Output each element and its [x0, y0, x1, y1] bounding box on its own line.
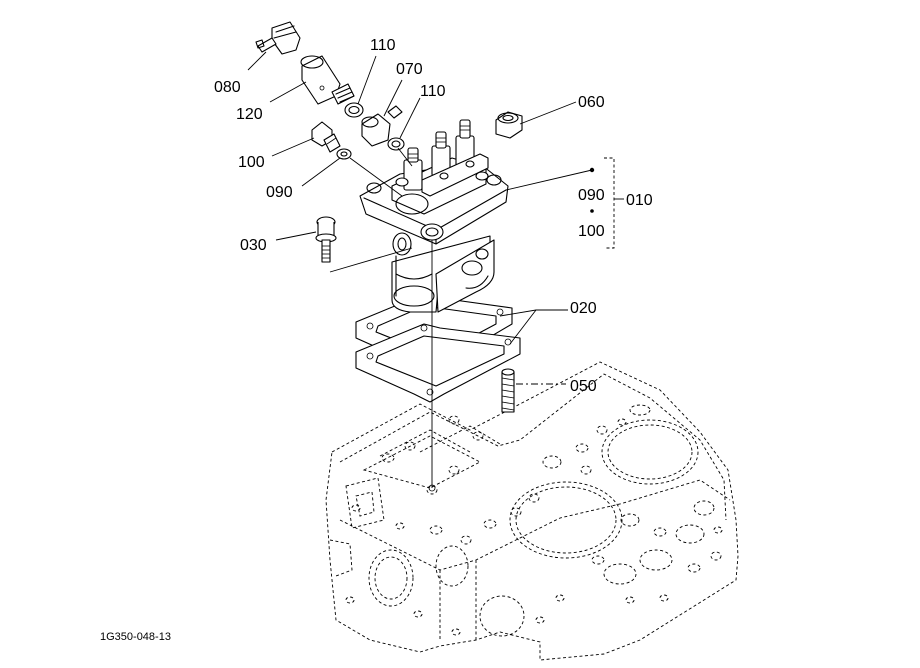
label-100: 100	[238, 154, 265, 171]
label-060: 060	[578, 94, 605, 111]
callouts: 080 120 110 070 110 060 100 090 030 090 …	[214, 37, 653, 395]
part-060-nut	[495, 111, 523, 139]
figure-id: 1G350-048-13	[100, 631, 171, 643]
part-070-valve	[361, 105, 403, 147]
label-080: 080	[214, 79, 241, 96]
part-050-stud	[501, 368, 515, 413]
assembly-lines	[329, 147, 436, 492]
label-050: 050	[570, 378, 597, 395]
part-110-washer-a	[344, 102, 364, 118]
label-100-group: 100	[578, 223, 605, 240]
label-030: 030	[240, 237, 267, 254]
part-110-washer-b	[387, 137, 405, 151]
label-010: 010	[626, 192, 653, 209]
label-120: 120	[236, 106, 263, 123]
part-120-adapter	[300, 55, 355, 105]
dot-090-marker	[589, 167, 595, 173]
engine-block	[325, 361, 739, 661]
label-090: 090	[266, 184, 293, 201]
part-090-washer	[336, 148, 352, 160]
label-070: 070	[396, 61, 423, 78]
part-080-fitting	[255, 21, 301, 55]
injection-pump	[359, 119, 509, 313]
label-020: 020	[570, 300, 597, 317]
label-110-lower: 110	[420, 83, 446, 100]
part-030-bolt	[315, 216, 337, 263]
dot-100-marker	[590, 209, 594, 213]
part-100-bolt	[311, 121, 341, 153]
label-110-upper: 110	[370, 37, 396, 54]
label-090-group: 090	[578, 187, 605, 204]
